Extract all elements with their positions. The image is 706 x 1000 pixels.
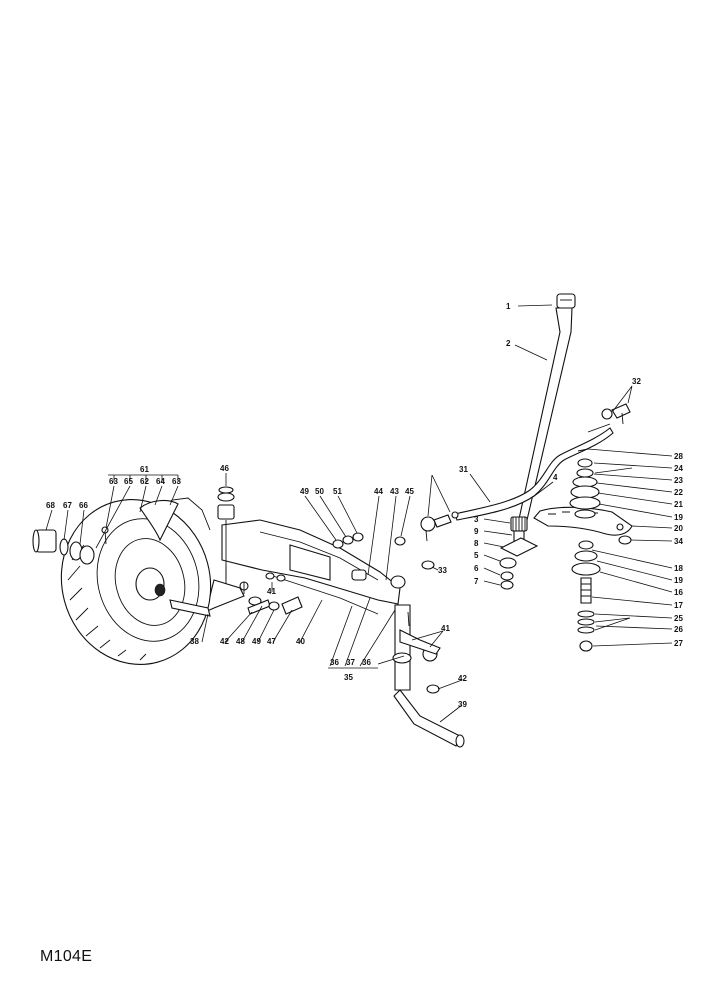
label-46: 46 [220,464,229,473]
front-axle [221,519,401,615]
label-68: 68 [46,501,55,510]
wheel-hub-parts [32,526,109,565]
pinion-gear-stack [499,516,539,590]
label-41-left: 41 [267,587,276,596]
spindle-right [392,604,465,748]
label-32-top: 32 [632,377,641,386]
label-22: 22 [674,488,683,497]
label-51: 51 [333,487,342,496]
label-61: 61 [140,465,149,474]
label-8: 8 [474,539,479,548]
label-49-bottom: 49 [252,637,261,646]
steering-rod [454,423,614,521]
label-25: 25 [674,614,683,623]
label-49-top: 49 [300,487,309,496]
label-42-right: 42 [458,674,467,683]
label-23: 23 [674,476,683,485]
label-6: 6 [474,564,479,573]
label-31: 31 [459,465,468,474]
washer-stack-lower [571,540,601,652]
label-35: 35 [344,673,353,682]
leader-lines [45,304,673,723]
label-27: 27 [674,639,683,648]
label-19-top: 19 [674,513,683,522]
label-62: 62 [140,477,149,486]
label-65: 65 [124,477,133,486]
label-21: 21 [674,500,683,509]
label-63-right: 63 [172,477,181,486]
label-1: 1 [506,302,511,311]
label-4: 4 [553,473,558,482]
label-67: 67 [63,501,72,510]
label-36-left: 36 [330,658,339,667]
label-64: 64 [156,477,165,486]
label-39: 39 [458,700,467,709]
diagram-code: M104E [40,948,93,965]
label-36-right: 36 [362,658,371,667]
label-45: 45 [405,487,414,496]
label-66: 66 [79,501,88,510]
label-9: 9 [474,527,479,536]
steering-column [518,293,576,521]
label-42-left: 42 [220,637,229,646]
label-47: 47 [267,637,276,646]
label-7: 7 [474,577,479,586]
label-28: 28 [674,452,683,461]
label-19-bottom: 19 [674,576,683,585]
label-2: 2 [506,339,511,348]
label-24: 24 [674,464,683,473]
label-44: 44 [374,487,383,496]
nut-34 [618,535,632,545]
label-63-left: 63 [109,477,118,486]
label-3: 3 [474,515,479,524]
washer-stack-upper [569,448,601,519]
front-wheel [60,497,212,665]
label-50: 50 [315,487,324,496]
label-41-right: 41 [441,624,450,633]
label-34: 34 [674,537,683,546]
ball-joint-upper [601,403,631,425]
label-48: 48 [236,637,245,646]
label-26: 26 [674,625,683,634]
label-20: 20 [674,524,683,533]
label-5: 5 [474,551,479,560]
label-16: 16 [674,588,683,597]
label-40: 40 [296,637,305,646]
ball-joint-lower [420,511,459,542]
label-43: 43 [390,487,399,496]
label-38: 38 [190,637,199,646]
part-number-labels: 1 2 32 28 24 23 22 21 19 20 34 18 19 16 … [46,302,683,709]
small-hardware [218,486,435,627]
label-18: 18 [674,564,683,573]
label-33: 33 [438,566,447,575]
label-37: 37 [346,658,355,667]
label-17: 17 [674,601,683,610]
